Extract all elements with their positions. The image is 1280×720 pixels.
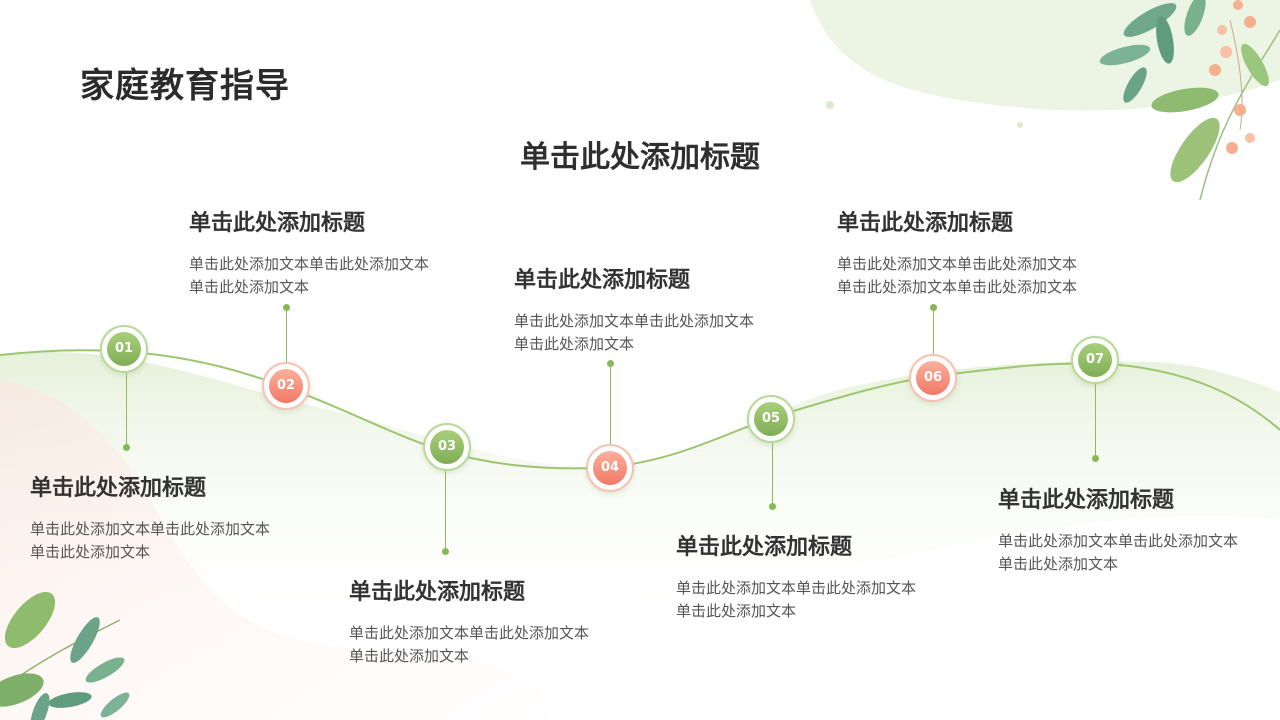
connector-dot [1092,455,1099,462]
step-node-03: 03 [423,423,471,471]
connector-line [286,307,287,362]
connector-line [1095,384,1096,458]
connector-line [126,372,127,447]
connector-line [445,470,446,551]
step-body[interactable]: 单击此处添加文本单击此处添加文本单击此处添加文本 [514,310,762,356]
step-text-05: 单击此处添加标题 单击此处添加文本单击此处添加文本单击此处添加文本 [676,529,924,623]
step-body[interactable]: 单击此处添加文本单击此处添加文本单击此处添加文本 [349,622,597,668]
step-body[interactable]: 单击此处添加文本单击此处添加文本单击此处添加文本 [998,530,1246,576]
connector-line [772,442,773,506]
connector-dot [930,304,937,311]
connector-line [610,363,611,445]
step-node-07: 07 [1071,336,1119,384]
step-text-01: 单击此处添加标题 单击此处添加文本单击此处添加文本单击此处添加文本 [30,470,278,564]
step-title[interactable]: 单击此处添加标题 [349,574,597,606]
step-title[interactable]: 单击此处添加标题 [189,205,437,237]
step-node-06: 06 [909,354,957,402]
step-body[interactable]: 单击此处添加文本单击此处添加文本单击此处添加文本 [189,253,437,299]
step-title[interactable]: 单击此处添加标题 [837,205,1085,237]
step-title[interactable]: 单击此处添加标题 [514,262,762,294]
connector-dot [607,360,614,367]
step-number: 04 [593,451,627,485]
step-node-04: 04 [586,444,634,492]
step-body[interactable]: 单击此处添加文本单击此处添加文本单击此处添加文本 [30,518,278,564]
step-text-06: 单击此处添加标题 单击此处添加文本单击此处添加文本单击此处添加文本单击此处添加文… [837,205,1085,299]
step-number: 06 [916,361,950,395]
step-body[interactable]: 单击此处添加文本单击此处添加文本单击此处添加文本 [676,577,924,623]
step-text-03: 单击此处添加标题 单击此处添加文本单击此处添加文本单击此处添加文本 [349,574,597,668]
connector-dot [442,548,449,555]
step-number: 05 [754,402,788,436]
connector-line [933,307,934,355]
step-number: 03 [430,430,464,464]
step-number: 01 [107,332,141,366]
step-node-02: 02 [262,362,310,410]
step-text-02: 单击此处添加标题 单击此处添加文本单击此处添加文本单击此处添加文本 [189,205,437,299]
step-title[interactable]: 单击此处添加标题 [30,470,278,502]
step-body[interactable]: 单击此处添加文本单击此处添加文本单击此处添加文本单击此处添加文本 [837,253,1085,299]
step-number: 07 [1078,343,1112,377]
step-node-01: 01 [100,325,148,373]
step-title[interactable]: 单击此处添加标题 [676,529,924,561]
step-number: 02 [269,369,303,403]
step-text-07: 单击此处添加标题 单击此处添加文本单击此处添加文本单击此处添加文本 [998,482,1246,576]
step-title[interactable]: 单击此处添加标题 [998,482,1246,514]
step-node-05: 05 [747,395,795,443]
main-heading: 单击此处添加标题 [0,132,1280,176]
step-text-04: 单击此处添加标题 单击此处添加文本单击此处添加文本单击此处添加文本 [514,262,762,356]
page-title: 家庭教育指导 [80,58,290,107]
connector-dot [769,503,776,510]
connector-dot [283,304,290,311]
connector-dot [123,444,130,451]
